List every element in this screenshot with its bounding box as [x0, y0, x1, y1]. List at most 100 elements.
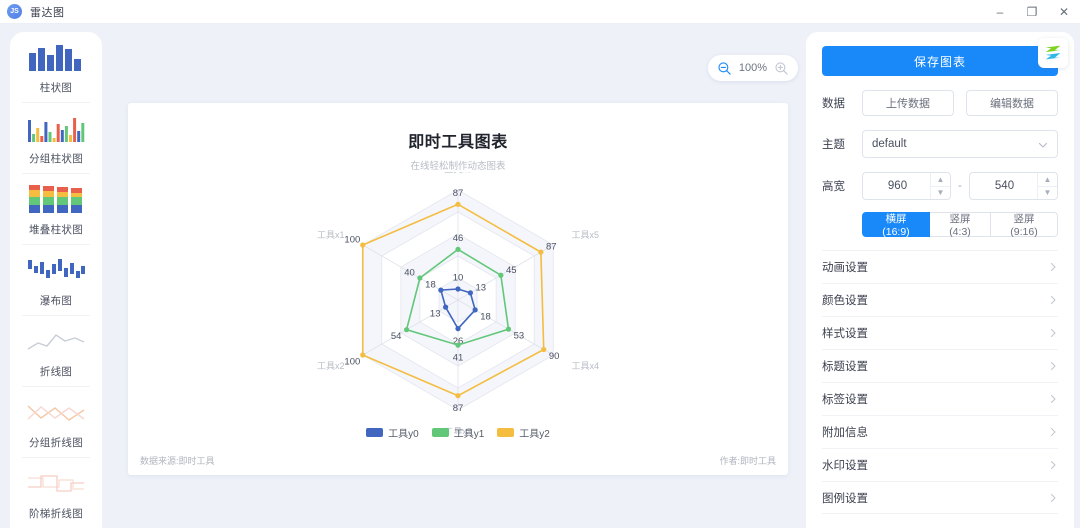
- settings-section-5[interactable]: 附加信息: [822, 415, 1058, 448]
- line-chart-icon: [27, 334, 85, 350]
- radar-point: [472, 307, 478, 313]
- sidebar-item-4[interactable]: 折线图: [10, 316, 102, 386]
- legend-item[interactable]: 工具y1: [431, 425, 484, 440]
- radar-value-label: 87: [453, 403, 464, 414]
- data-row: 数据 上传数据 编辑数据: [822, 90, 1058, 116]
- chevron-right-icon: [1050, 262, 1056, 272]
- settings-section-2[interactable]: 样式设置: [822, 316, 1058, 349]
- height-stepper[interactable]: ▲ ▼: [969, 172, 1058, 200]
- grouped-bar-chart-icon: [28, 118, 85, 142]
- settings-section-0[interactable]: 动画设置: [822, 250, 1058, 283]
- radar-axis-label: 工具x5: [571, 230, 599, 240]
- chevron-right-icon: [1050, 460, 1056, 470]
- chart-legend[interactable]: 工具y0 工具y1 工具y2: [128, 425, 788, 440]
- sidebar-divider: [22, 173, 90, 174]
- waterfall-chart-icon: [28, 259, 85, 278]
- radar-point: [538, 249, 544, 255]
- minimize-button[interactable]: –: [996, 5, 1004, 19]
- width-increment[interactable]: ▲: [931, 173, 950, 187]
- legend-swatch: [366, 428, 384, 437]
- chart-canvas[interactable]: 即时工具图表 在线轻松制作动态图表 工具x0工具x5工具x4工具x3工具x2工具…: [128, 103, 788, 475]
- aspect-ratio-button-1[interactable]: 竖屏(4:3): [929, 212, 992, 238]
- zoom-control[interactable]: 100%: [707, 55, 798, 81]
- sidebar-item-label: 分组折线图: [29, 437, 83, 449]
- radar-point: [360, 352, 366, 358]
- radar-point: [455, 286, 461, 292]
- height-decrement[interactable]: ▼: [1043, 188, 1052, 198]
- data-source-note: 数据来源:即时工具: [140, 456, 215, 466]
- aspect-ratio-button-2[interactable]: 竖屏(9:16): [991, 212, 1058, 238]
- theme-select[interactable]: default: [862, 130, 1058, 158]
- maximize-button[interactable]: ❐: [1026, 5, 1038, 19]
- radar-value-label: 13: [475, 282, 486, 293]
- radar-point: [505, 326, 512, 332]
- radar-value-label: 10: [453, 273, 464, 284]
- legend-label: 工具y0: [388, 429, 419, 440]
- settings-section-label: 标题设置: [822, 361, 868, 373]
- settings-panel: 保存图表 数据 上传数据 编辑数据 主题 default 高宽 ▲ ▼: [806, 32, 1074, 528]
- close-button[interactable]: ✕: [1058, 5, 1070, 19]
- app-logo-icon: JS: [7, 4, 22, 19]
- width-spinner[interactable]: ▲ ▼: [930, 173, 950, 199]
- settings-section-7[interactable]: 图例设置: [822, 481, 1058, 514]
- zoom-out-icon[interactable]: [717, 61, 732, 76]
- chevron-right-icon: [1050, 394, 1056, 404]
- radar-point: [455, 393, 461, 399]
- width-decrement[interactable]: ▼: [936, 188, 945, 198]
- chart-subtitle: 在线轻松制作动态图表: [410, 161, 506, 172]
- sidebar-item-6[interactable]: 阶梯折线图: [10, 458, 102, 528]
- settings-section-label: 附加信息: [822, 427, 868, 439]
- settings-section-list[interactable]: 动画设置颜色设置样式设置标题设置标签设置附加信息水印设置图例设置: [822, 250, 1058, 514]
- aspect-ratio-group[interactable]: 横屏(16:9)竖屏(4:3)竖屏(9:16): [862, 212, 1058, 238]
- edit-data-button[interactable]: 编辑数据: [966, 90, 1058, 116]
- chevron-right-icon: [1050, 361, 1056, 371]
- sidebar-item-0[interactable]: 柱状图: [10, 32, 102, 102]
- sidebar-item-2[interactable]: 堆叠柱状图: [10, 174, 102, 244]
- chevron-right-icon: [1050, 295, 1056, 305]
- radar-axis-label: 工具x0: [444, 172, 472, 175]
- chevron-down-icon: [1038, 142, 1048, 148]
- sidebar-item-label: 柱状图: [39, 82, 73, 94]
- bar-chart-icon: [29, 45, 81, 71]
- settings-section-label: 颜色设置: [822, 295, 868, 307]
- chart-footer: 工具y0 工具y1 工具y2 数据来源:即时工具 作者:即时工具: [128, 421, 788, 475]
- settings-section-3[interactable]: 标题设置: [822, 349, 1058, 382]
- radar-point: [455, 326, 461, 332]
- zoom-in-icon[interactable]: [774, 61, 789, 76]
- height-spinner[interactable]: ▲ ▼: [1037, 173, 1057, 199]
- aspect-ratio-button-0[interactable]: 横屏(16:9): [862, 212, 930, 238]
- radar-value-label: 90: [549, 351, 560, 362]
- radar-value-label: 45: [506, 265, 517, 276]
- settings-section-6[interactable]: 水印设置: [822, 448, 1058, 481]
- settings-section-label: 图例设置: [822, 492, 868, 505]
- stacked-bar-chart-icon: [29, 185, 82, 213]
- sidebar-item-3[interactable]: 瀑布图: [10, 245, 102, 315]
- sidebar-divider: [22, 244, 90, 245]
- settings-section-4[interactable]: 标签设置: [822, 382, 1058, 415]
- legend-item[interactable]: 工具y0: [366, 425, 419, 440]
- legend-item[interactable]: 工具y2: [497, 425, 550, 440]
- width-stepper[interactable]: ▲ ▼: [862, 172, 951, 200]
- sidebar-divider: [22, 386, 90, 387]
- upload-data-button[interactable]: 上传数据: [862, 90, 954, 116]
- radar-axis-label: 工具x4: [571, 361, 599, 371]
- sidebar-item-label: 折线图: [39, 366, 73, 378]
- sidebar-divider: [22, 315, 90, 316]
- save-chart-button[interactable]: 保存图表: [822, 46, 1058, 76]
- sidebar-item-label: 分组柱状图: [29, 153, 83, 165]
- height-increment[interactable]: ▲: [1038, 173, 1057, 187]
- settings-section-label: 标签设置: [822, 394, 868, 406]
- author-note: 作者:即时工具: [719, 456, 776, 466]
- radar-value-label: 54: [391, 331, 402, 342]
- radar-axis-label: 工具x2: [317, 361, 345, 371]
- sidebar-item-1[interactable]: 分组柱状图: [10, 103, 102, 173]
- sidebar-item-label: 阶梯折线图: [29, 508, 83, 520]
- legend-label: 工具y2: [519, 429, 550, 440]
- chart-type-sidebar[interactable]: 柱状图分组柱状图堆叠柱状图瀑布图折线图分组折线图阶梯折线图层叠面积图: [10, 32, 102, 528]
- sidebar-item-5[interactable]: 分组折线图: [10, 387, 102, 457]
- radar-point: [438, 287, 444, 293]
- settings-section-1[interactable]: 颜色设置: [822, 283, 1058, 316]
- radar-point: [417, 275, 423, 281]
- chevron-right-icon: [1050, 493, 1056, 502]
- radar-point: [360, 242, 366, 248]
